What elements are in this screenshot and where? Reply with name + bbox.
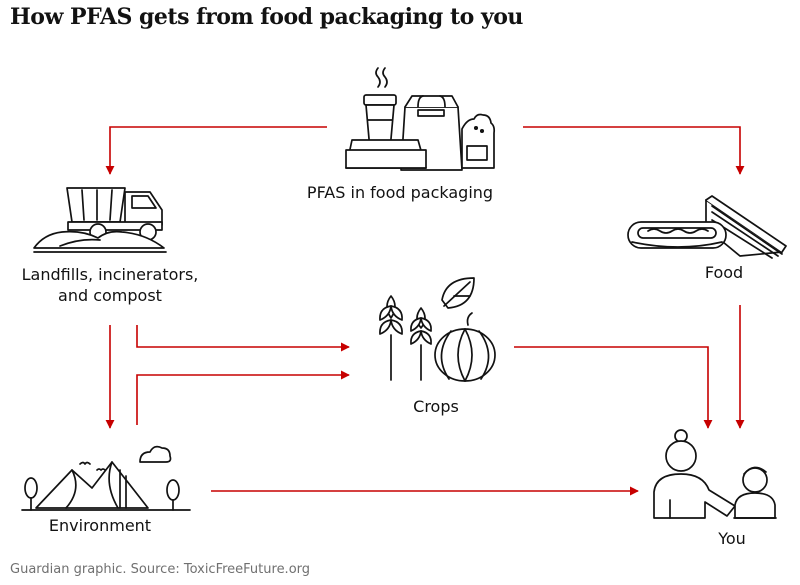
node-label-you: You: [718, 529, 746, 548]
garbage-truck-icon: [33, 187, 167, 253]
node-label-food: Food: [704, 263, 744, 282]
arrow-crops-to-you: [514, 346, 713, 429]
source-footer: Guardian graphic. Source: ToxicFreeFutur…: [10, 562, 311, 577]
adult-child-icon: [653, 429, 777, 519]
node-label-crops: Crops: [413, 397, 459, 416]
arrow-packaging-to-landfills: [105, 126, 327, 175]
node-label-packaging: PFAS in food packaging: [306, 183, 494, 202]
node-label-environment: Environment: [48, 516, 152, 535]
arrow-environment-to-crops: [136, 370, 350, 425]
landscape-icon: [21, 445, 191, 511]
diagram-title: How PFAS gets from food packaging to you: [10, 4, 523, 30]
food-packaging-icon: [345, 67, 496, 171]
arrow-landfills-to-crops: [136, 325, 350, 352]
hotdog-sandwich-icon: [627, 195, 787, 259]
crops-icon: [379, 277, 496, 382]
node-label-landfills-line2: and compost: [58, 286, 162, 305]
node-label-landfills-line1: Landfills, incinerators,: [21, 265, 199, 284]
arrow-packaging-to-food: [523, 126, 745, 175]
